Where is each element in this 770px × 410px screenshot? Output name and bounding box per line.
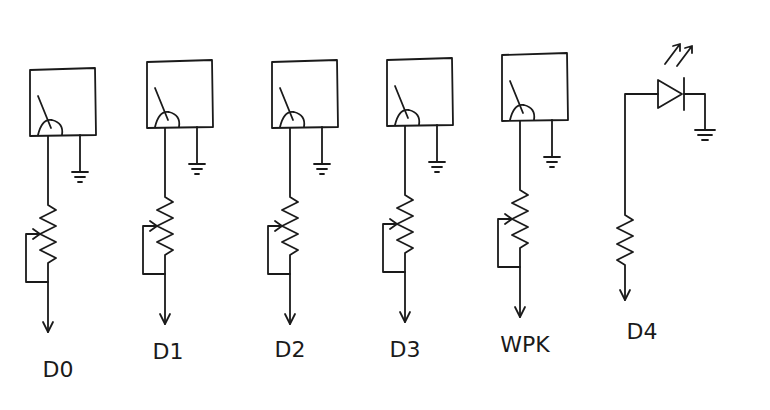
signal-label: D1 — [153, 341, 184, 363]
meter-channel — [498, 53, 568, 317]
meter-channel — [143, 60, 213, 324]
light-arrows — [665, 44, 692, 66]
meter-channel — [383, 58, 453, 322]
signal-label: D3 — [390, 339, 421, 361]
led-symbol — [658, 80, 682, 108]
ground-symbol — [684, 94, 715, 140]
resistor-symbol — [617, 94, 658, 300]
signal-label: WPK — [500, 334, 549, 356]
signal-label: D0 — [43, 359, 74, 381]
arrow-head — [620, 290, 630, 300]
led-channel — [617, 44, 715, 300]
meter-channel — [26, 68, 96, 332]
signal-label: D2 — [275, 339, 306, 361]
signal-label: D4 — [627, 321, 658, 343]
meter-channel — [268, 60, 338, 324]
